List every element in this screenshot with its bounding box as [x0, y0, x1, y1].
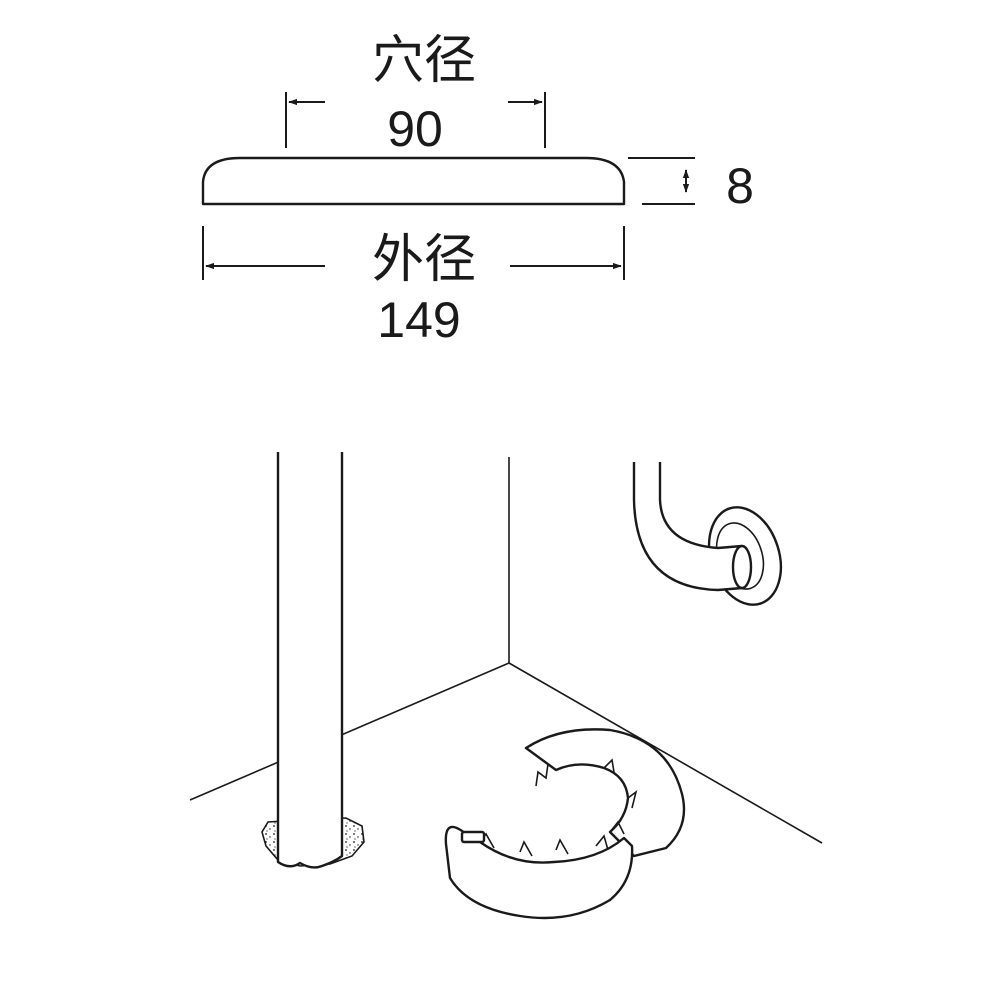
dimension-drawing: 穴径 90 8 外径 149 [201, 32, 754, 348]
floor-line-left [189, 662, 510, 801]
wall-pipe-elbow [632, 462, 744, 592]
split-flange [444, 728, 686, 920]
outer-diameter-label: 外径 [372, 231, 476, 289]
split-flange-upper-teeth [535, 758, 638, 835]
split-flange-hinge [460, 830, 486, 844]
outer-diameter-value: 149 [377, 292, 460, 348]
flange-plate-profile [201, 156, 626, 206]
vertical-pipe [276, 452, 344, 869]
usage-illustration [189, 452, 823, 920]
hole-diameter-value: 90 [387, 101, 443, 157]
wall-pipe-end [731, 544, 753, 590]
split-flange-lower-teeth [479, 832, 609, 857]
hole-diameter-label: 穴径 [372, 32, 476, 90]
wall-flange-assembly [632, 462, 783, 606]
thickness-value: 8 [726, 158, 754, 214]
floor-line-right [508, 662, 823, 844]
